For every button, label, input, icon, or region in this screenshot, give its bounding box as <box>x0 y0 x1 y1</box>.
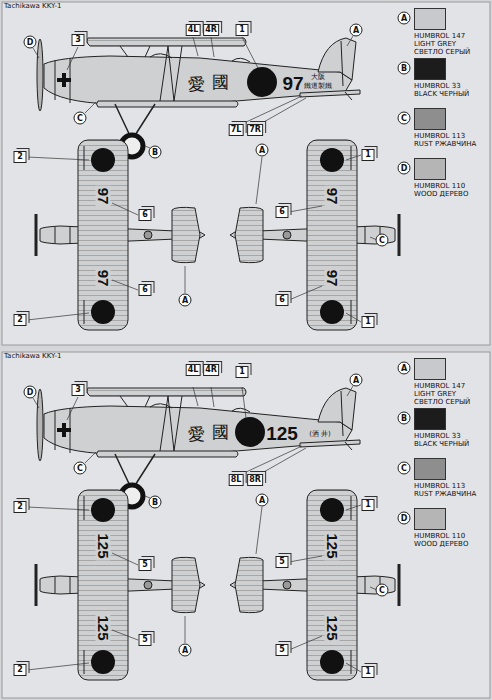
callout-number: 1 <box>236 366 249 378</box>
color-letter: B <box>398 62 411 75</box>
color-letter: C <box>376 234 389 247</box>
aircraft-number: 125 <box>266 424 298 443</box>
color-swatch <box>414 58 446 80</box>
fuselage-kanji: 愛 <box>188 76 205 93</box>
fuselage-kanji: 國 <box>212 424 229 441</box>
callout-number: 1 <box>236 24 249 36</box>
color-letter: B <box>149 146 162 159</box>
color-letter: D <box>398 512 411 525</box>
color-letter: A <box>256 144 269 157</box>
callout-number: 6 <box>139 209 152 221</box>
sheet-title: Tachikawa KKY-1 <box>4 3 61 10</box>
callout-number: 6 <box>276 206 289 218</box>
inscription-text: 大阪 <box>311 74 325 81</box>
color-letter: C <box>74 462 87 475</box>
callout-number: 2 <box>14 501 27 513</box>
callout-number: 6 <box>139 284 152 296</box>
color-letter: A <box>398 362 411 375</box>
callout-number: 2 <box>14 314 27 326</box>
callout-number: 4R <box>203 24 219 36</box>
callout-number: 3 <box>72 384 85 396</box>
color-letter: A <box>398 12 411 25</box>
callout-number: 5 <box>276 556 289 568</box>
color-letter: A <box>350 24 363 37</box>
callout-number: 1 <box>362 316 375 328</box>
paint-name: HUMBROL 110 WOOD ДЕРЕВО <box>414 532 478 548</box>
paint-name: HUMBROL 147 LIGHT GREY СВЕТЛО СЕРЫЙ <box>414 382 478 406</box>
paint-name: HUMBROL 113 RUST РЖАВЧИНА <box>414 482 478 498</box>
paint-name: HUMBROL 110 WOOD ДЕРЕВО <box>414 182 478 198</box>
inscription-text: (酒 井) <box>309 431 331 438</box>
color-letter: D <box>24 386 37 399</box>
wing-number: 125 <box>96 613 111 642</box>
paint-name: HUMBROL 113 RUST РЖАВЧИНА <box>414 132 478 148</box>
color-letter: A <box>350 374 363 387</box>
callout-number: 4L <box>186 24 201 36</box>
fuselage-kanji: 國 <box>212 74 229 91</box>
color-swatch <box>414 358 446 380</box>
callout-number: 4R <box>203 364 219 376</box>
callout-number: 1 <box>362 666 375 678</box>
color-swatch <box>414 408 446 430</box>
color-letter: A <box>179 644 192 657</box>
wing-number: 97 <box>325 186 340 207</box>
callout-number: 1 <box>362 149 375 161</box>
callout-number: 2 <box>14 664 27 676</box>
callout-number: 8R <box>247 474 263 486</box>
wing-number: 97 <box>96 268 111 289</box>
callout-number: 2 <box>14 151 27 163</box>
callout-number: 3 <box>72 34 85 46</box>
inscription-text: 鐵道製鐵 <box>304 83 332 90</box>
callout-number: 7L <box>229 124 244 136</box>
callout-number: 5 <box>139 559 152 571</box>
fuselage-kanji: 愛 <box>188 426 205 443</box>
color-swatch <box>414 158 446 180</box>
paint-name: HUMBROL 33 BLACK ЧЕРНЫЙ <box>414 82 478 98</box>
callout-number: 4L <box>186 364 201 376</box>
aircraft-number: 97 <box>282 74 303 93</box>
color-letter: B <box>398 412 411 425</box>
color-swatch <box>414 108 446 130</box>
color-letter: D <box>398 162 411 175</box>
wing-number: 125 <box>325 531 340 560</box>
sheet-title: Tachikawa KKY-1 <box>4 353 61 360</box>
callout-number: 5 <box>139 634 152 646</box>
color-letter: A <box>256 494 269 507</box>
wing-number: 97 <box>325 268 340 289</box>
color-swatch <box>414 508 446 530</box>
color-letter: C <box>74 112 87 125</box>
color-swatch <box>414 458 446 480</box>
color-letter: A <box>179 294 192 307</box>
wing-number: 97 <box>96 186 111 207</box>
callout-number: 5 <box>276 644 289 656</box>
callout-number: 7R <box>247 124 263 136</box>
wing-number: 125 <box>96 531 111 560</box>
color-letter: B <box>149 496 162 509</box>
color-letter: D <box>24 36 37 49</box>
color-letter: C <box>376 584 389 597</box>
callout-number: 8L <box>229 474 244 486</box>
color-swatch <box>414 8 446 30</box>
color-letter: C <box>398 462 411 475</box>
paint-name: HUMBROL 33 BLACK ЧЕРНЫЙ <box>414 432 478 448</box>
callout-number: 6 <box>276 294 289 306</box>
wing-number: 125 <box>325 613 340 642</box>
callout-number: 1 <box>362 499 375 511</box>
paint-name: HUMBROL 147 LIGHT GREY СВЕТЛО СЕРЫЙ <box>414 32 478 56</box>
color-letter: C <box>398 112 411 125</box>
